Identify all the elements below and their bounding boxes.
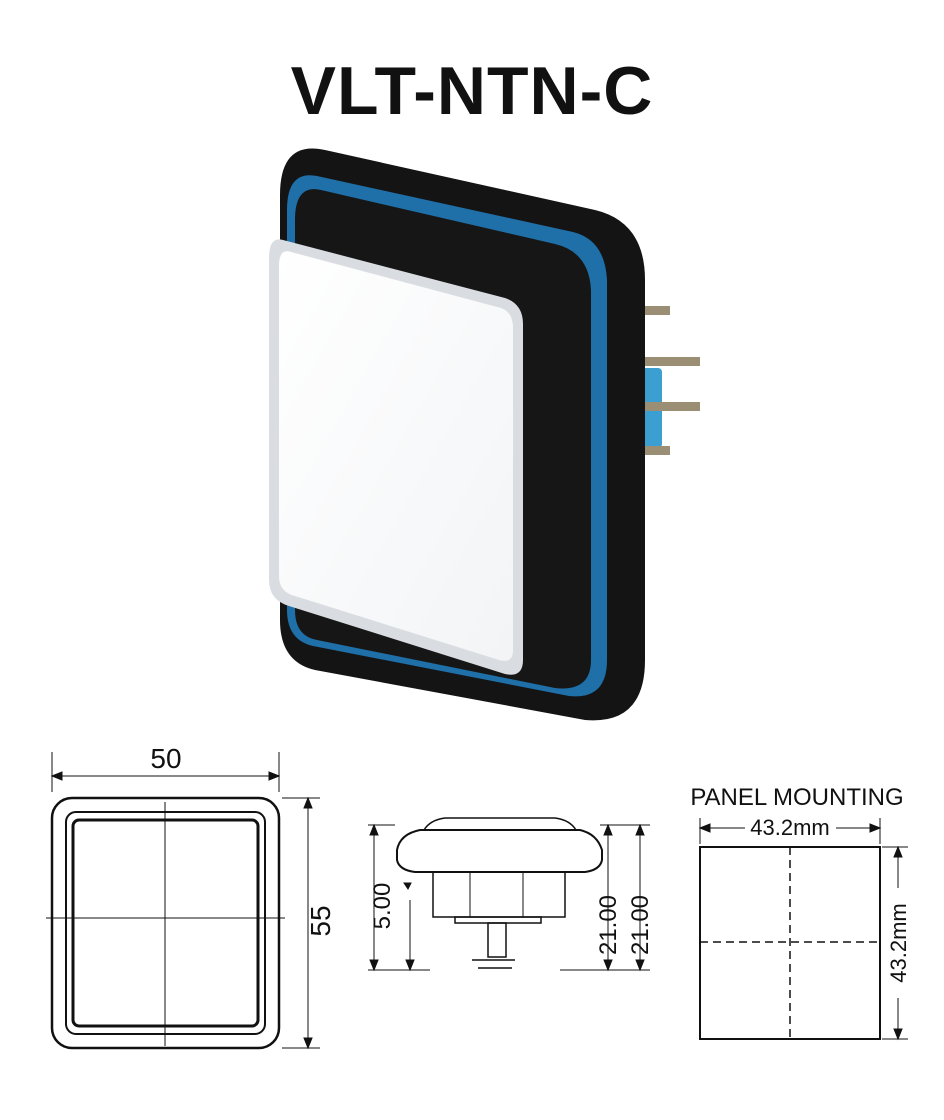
side-view	[368, 817, 650, 972]
technical-drawing: 50 55 5.00 21.00 21.00 PANEL MOUNTING 43…	[46, 743, 911, 1050]
panel-mounting-heading: PANEL MOUNTING	[690, 784, 903, 811]
product-title: VLT-NTN-C	[290, 53, 654, 129]
front-view	[46, 752, 320, 1050]
side-lens-cap	[423, 817, 577, 831]
panel-mounting	[698, 818, 908, 1041]
panel-width-label: 43.2mm	[750, 815, 829, 840]
terminal-pin	[640, 306, 670, 315]
side-terminal	[487, 922, 507, 958]
side-depth-label: 5.00	[369, 883, 396, 930]
side-housing	[432, 871, 566, 918]
terminal-pin	[640, 402, 700, 411]
panel-height-label: 43.2mm	[886, 903, 911, 982]
side-height-label-1: 21.00	[595, 895, 622, 955]
front-height-label: 55	[305, 905, 336, 936]
outer-frame	[50, 796, 281, 1050]
terminal-pin	[640, 446, 670, 455]
button-illustration	[269, 148, 700, 721]
side-height-label-2: 21.00	[627, 895, 654, 955]
side-bezel	[396, 829, 603, 873]
terminal-pin	[640, 357, 700, 366]
lens-face	[279, 251, 513, 661]
front-width-label: 50	[150, 743, 181, 774]
